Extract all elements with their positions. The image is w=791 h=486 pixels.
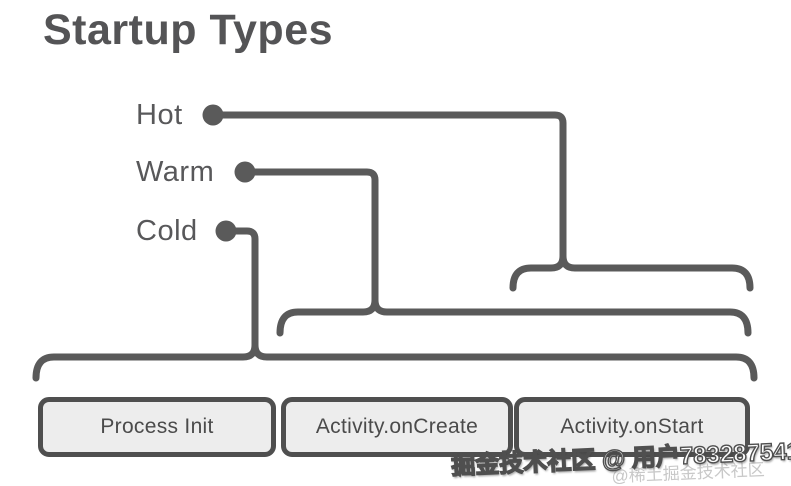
warm-brace (276, 299, 752, 337)
page-title: Startup Types (43, 6, 334, 54)
stage-box-label: Activity.onCreate (315, 415, 479, 438)
stage-box-label: Activity.onStart (560, 415, 704, 438)
hot-connector-line (209, 111, 567, 260)
row-label-cold: Cold (136, 215, 198, 247)
cold-brace (32, 344, 758, 382)
cold-connector-line (222, 227, 259, 349)
warm-connector-line (241, 168, 379, 304)
hot-brace (509, 255, 754, 292)
row-label-warm: Warm (136, 156, 215, 188)
stage-box-activity-onstart: Activity.onStart (514, 397, 750, 457)
stage-box-activity-oncreate: Activity.onCreate (281, 397, 513, 457)
stage-box-process-init: Process Init (38, 397, 276, 457)
stage-box-label: Process Init (100, 415, 214, 438)
row-label-hot: Hot (136, 99, 183, 131)
